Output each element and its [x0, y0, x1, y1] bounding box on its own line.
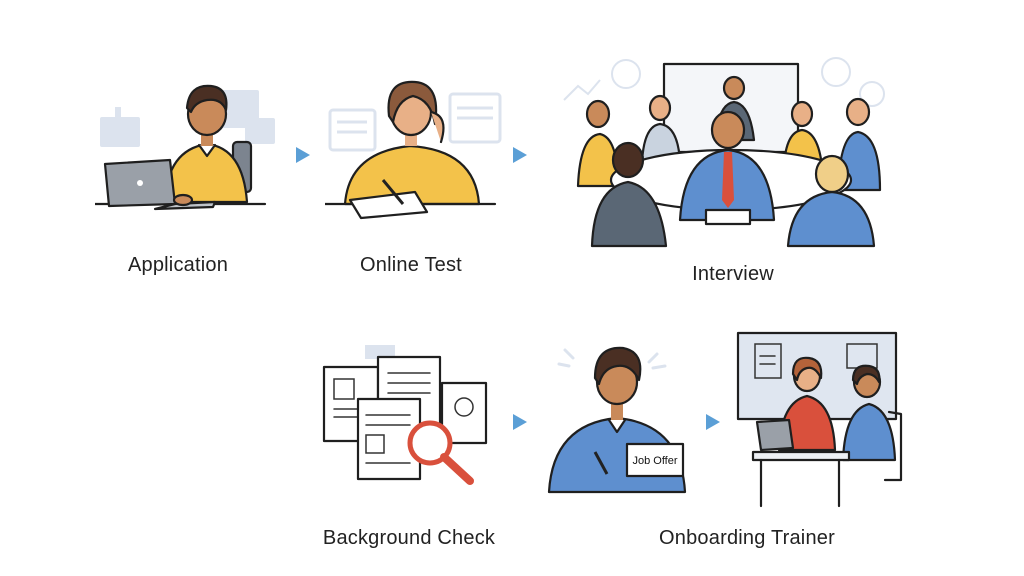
- step-label-application: Application: [127, 254, 229, 276]
- magnifier-icon: [407, 420, 474, 485]
- online-test-illustration: [325, 80, 502, 220]
- arrow-icon: [513, 414, 527, 430]
- arrow-icon: [296, 147, 310, 163]
- laptop-icon: [755, 418, 795, 452]
- arrow-icon: [706, 414, 720, 430]
- job-offer-card-text: Job Offer: [632, 455, 677, 467]
- application-illustration: [95, 84, 275, 211]
- step-label-background-check: Background Check: [322, 527, 496, 549]
- step-label-online-test: Online Test: [360, 254, 462, 276]
- document-icon: [754, 343, 782, 379]
- interview-illustration: [563, 57, 885, 248]
- step-label-interview: Interview: [692, 263, 774, 285]
- step-label-onboarding-trainer: Onboarding Trainer: [659, 527, 835, 549]
- onboarding-trainer-illustration: [736, 331, 903, 508]
- background-check-illustration: [322, 345, 488, 485]
- arrow-icon: [513, 147, 527, 163]
- job-offer-illustration: Job Offer: [547, 346, 687, 494]
